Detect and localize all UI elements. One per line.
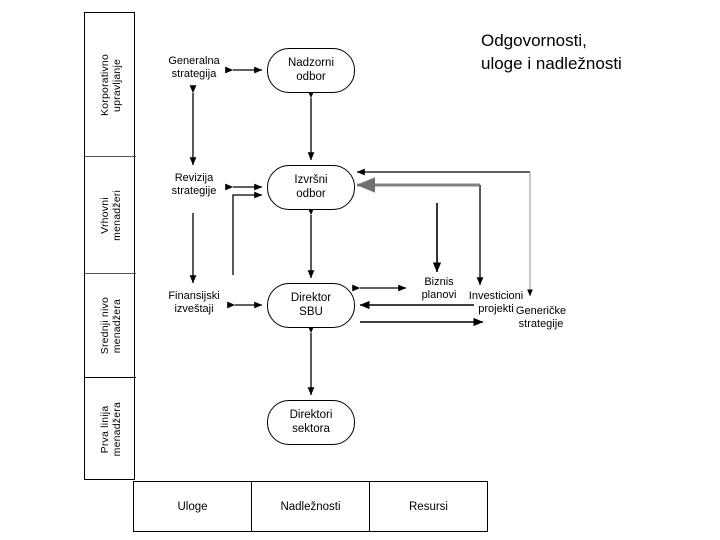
sidebar-level-0: Korporativno upravljanje [85,13,136,156]
sidebar-level-label: Prva linija menadžera [98,402,123,457]
bottom-bar: Uloge Nadležnosti Resursi [133,481,488,532]
bottom-cell-uloge[interactable]: Uloge [177,500,208,513]
sidebar-level-label: Srednji nivo menadžera [98,296,123,355]
label-investicioni-projekti: Investicioni projekti [468,290,524,315]
sidebar-level-2: Srednji nivo menadžera [85,273,136,377]
label-revizija-strategije: Revizija strategije [171,172,217,197]
bottom-cell-nadleznosti[interactable]: Nadležnosti [251,482,369,531]
node-izvrsni-odbor[interactable]: Izvršni odbor [267,165,355,210]
bottom-cell-resursi[interactable]: Resursi [369,482,487,531]
page-title: Odgovornosti, uloge i nadležnosti [481,31,622,73]
label-generalna-strategija: Generalna strategija [168,55,220,80]
label-genericke-strategije: Generičke strategije [515,305,567,330]
node-direktori-sektora[interactable]: Direktori sektora [267,400,355,445]
node-direktor-sbu[interactable]: Direktor SBU [267,283,355,328]
label-biznis-planovi: Biznis planovi [421,276,457,301]
sidebar-level-label: Vrhovni menadžeri [98,189,123,241]
sidebar-level-1: Vrhovni menadžeri [85,156,136,273]
node-nadzorni-odbor[interactable]: Nadzorni odbor [267,48,355,93]
label-finansijski-izvestaji: Finansijski izveštaji [168,290,220,315]
sidebar-level-3: Prva linija menadžera [85,377,136,481]
sidebar-level-label: Korporativno upravljanje [98,53,123,116]
